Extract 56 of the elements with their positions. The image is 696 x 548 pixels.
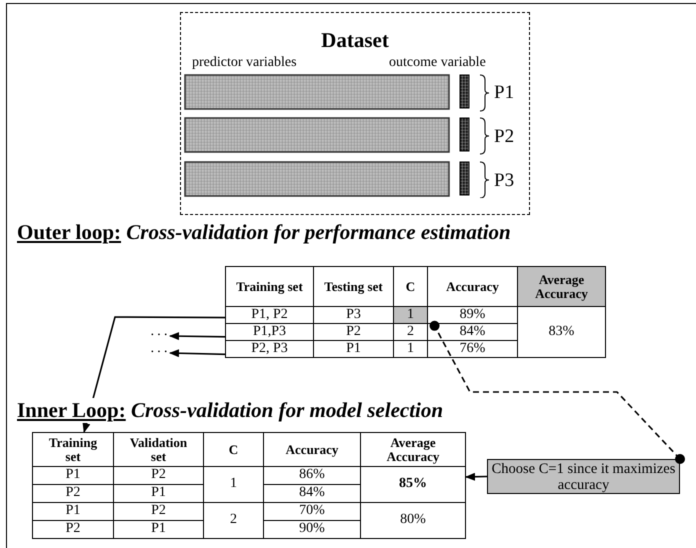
table-cell: 84%	[264, 484, 360, 502]
table-cell: P2	[32, 484, 114, 502]
column-header: Testing set	[314, 266, 394, 306]
part-label: P3	[494, 170, 514, 192]
table-cell: P1	[32, 502, 114, 520]
table-cell: 1	[394, 340, 428, 358]
table-cell: P1, P2	[226, 306, 314, 324]
table-cell: 90%	[264, 520, 360, 538]
table-cell: 83%	[518, 306, 606, 358]
dashed-connector	[430, 320, 685, 464]
column-header: Accuracy	[428, 266, 518, 306]
arrow	[169, 349, 226, 358]
table-cell: 2	[204, 502, 264, 538]
column-header: Training set	[226, 266, 314, 306]
table-cell: 1	[394, 306, 428, 324]
table-cell: P2	[114, 502, 204, 520]
table-cell: 76%	[428, 340, 518, 358]
part-label: P1	[494, 82, 514, 104]
column-caption: outcome variable	[389, 55, 486, 71]
arrow	[465, 472, 488, 481]
table-cell: P2	[32, 520, 114, 538]
table-cell: P1,P3	[226, 324, 314, 340]
table-cell: P1	[314, 340, 394, 358]
column-header: Validation set	[114, 432, 204, 466]
arrow	[82, 316, 225, 433]
table-cell: P1	[114, 520, 204, 538]
table-cell: P3	[314, 306, 394, 324]
part-label: P2	[494, 126, 514, 148]
table-cell: 85%	[360, 466, 466, 502]
table-cell: P2, P3	[226, 340, 314, 358]
arrow	[169, 332, 226, 340]
column-header: Average Accuracy	[518, 266, 606, 306]
table-cell: P2	[114, 466, 204, 484]
column-header: Average Accuracy	[360, 432, 466, 466]
column-header: Training set	[32, 432, 114, 466]
table-cell: P1	[32, 466, 114, 484]
table-cell: P1	[114, 484, 204, 502]
results-table	[225, 266, 606, 358]
column-caption: predictor variables	[192, 55, 297, 71]
table-cell: 80%	[360, 502, 466, 538]
table-cell: 70%	[264, 502, 360, 520]
table-cell: 2	[394, 324, 428, 340]
table-cell: 86%	[264, 466, 360, 484]
ellipsis: ···	[150, 328, 170, 344]
column-header: C	[204, 432, 264, 466]
table-cell: P2	[314, 324, 394, 340]
section-heading: Inner Loop: Cross-validation for model selection	[17, 398, 444, 423]
heading: Dataset	[321, 28, 389, 53]
column-header: Accuracy	[264, 432, 360, 466]
callout-box: Choose C=1 since it maximizes accuracy	[487, 459, 680, 494]
ellipsis: ···	[150, 345, 170, 361]
dataset-box	[180, 12, 530, 215]
table-cell: 84%	[428, 324, 518, 340]
results-table	[32, 432, 466, 539]
table-cell: 89%	[428, 306, 518, 324]
table-cell: 1	[204, 466, 264, 502]
